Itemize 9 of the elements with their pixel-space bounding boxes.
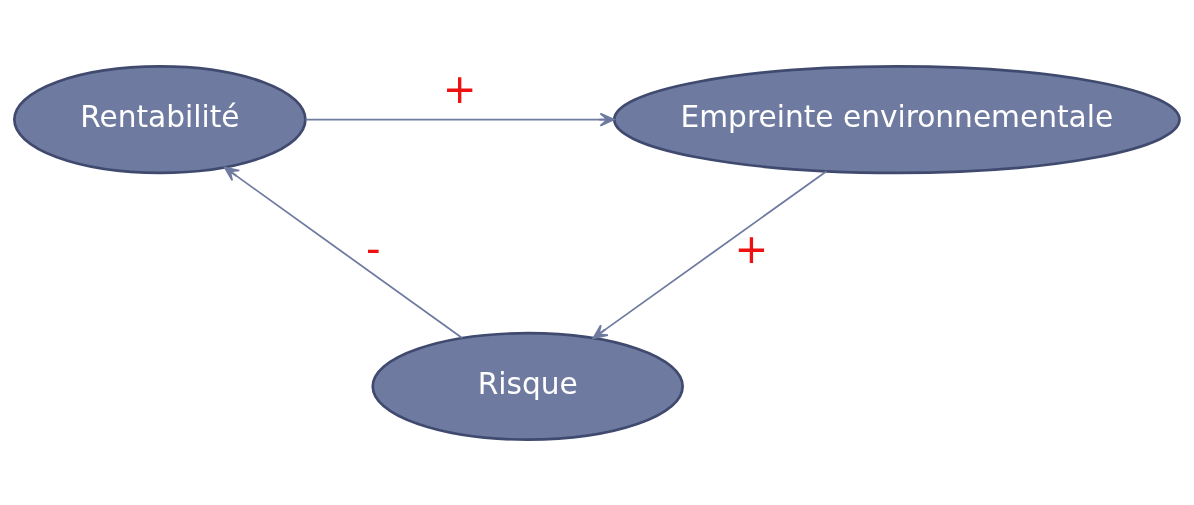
edge-label: + <box>442 64 477 113</box>
arrow <box>304 112 615 127</box>
edge-label: - <box>366 224 381 273</box>
node-ellipse: Rentabilité <box>13 64 307 174</box>
node-ellipse: Empreinte environnementale <box>612 64 1181 174</box>
arrow <box>592 169 828 339</box>
edge-label: + <box>734 224 769 273</box>
arrow <box>223 166 464 339</box>
node-ellipse: Risque <box>371 331 684 441</box>
